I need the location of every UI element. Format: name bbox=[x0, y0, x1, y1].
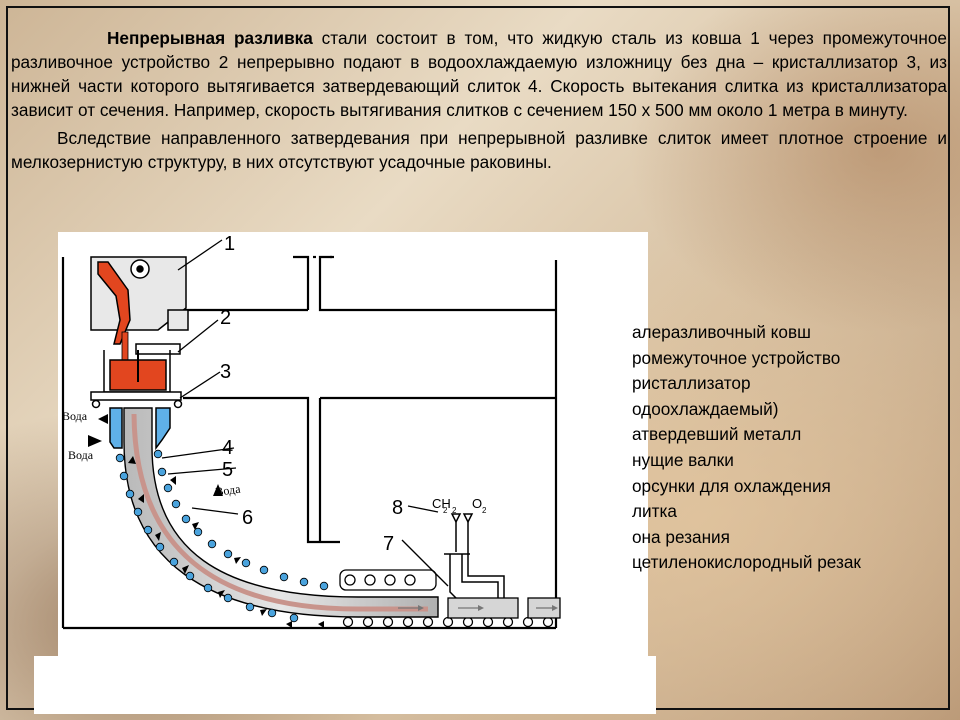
legend-list: алеразливочный ковш ромежуточное устройс… bbox=[632, 320, 861, 576]
legend-item: орсунки для охлаждения bbox=[632, 475, 831, 496]
building-frame bbox=[61, 255, 558, 630]
gas-cutter bbox=[444, 513, 505, 599]
water-label-2: Вода bbox=[68, 448, 94, 462]
gas-o: O bbox=[472, 496, 482, 511]
paragraph-1: Непрерывная разливка стали состоит в том… bbox=[11, 26, 947, 122]
legend-item: ромежуточное устройство bbox=[632, 347, 841, 368]
legend-item: нущие валки bbox=[632, 449, 734, 470]
leader-lines bbox=[161, 239, 449, 587]
legend-item: ристаллизатор bbox=[632, 373, 751, 394]
label-4: 4 bbox=[222, 437, 233, 459]
crystallizer bbox=[109, 407, 171, 451]
bold-lead: Непрерывная разливка bbox=[107, 28, 313, 48]
ladle bbox=[90, 256, 189, 345]
gas-sub-2b: 2 bbox=[452, 506, 457, 515]
legend-item: одоохлаждаемый) bbox=[632, 398, 779, 419]
label-8: 8 bbox=[392, 497, 403, 519]
ingot-core bbox=[131, 413, 428, 612]
pinch-rollers bbox=[339, 569, 554, 628]
gas-sub-2c: 2 bbox=[482, 506, 487, 515]
ingot-strand bbox=[123, 407, 439, 618]
label-6: 6 bbox=[242, 507, 253, 529]
label-3: 3 bbox=[220, 361, 231, 383]
white-strip bbox=[34, 656, 656, 714]
water-label-1: Вода bbox=[62, 409, 88, 423]
legend-item: атвердевший металл bbox=[632, 424, 802, 445]
gas-sub-2a: 2 bbox=[443, 506, 448, 515]
cut-zone bbox=[398, 597, 561, 619]
legend-item: алеразливочный ковш bbox=[632, 322, 811, 342]
casting-machine-svg: 1 2 3 4 5 6 7 8 Вода Вода Вода CH 2 2 O … bbox=[61, 233, 561, 630]
paragraph-1-text: стали состоит в том, что жидкую сталь из… bbox=[11, 28, 947, 120]
spray-nozzles bbox=[128, 456, 324, 628]
water-arrow-3 bbox=[213, 484, 223, 496]
legend-item: она резания bbox=[632, 526, 730, 547]
label-5: 5 bbox=[222, 459, 233, 481]
water-arrow-1 bbox=[98, 414, 108, 424]
legend-item: литка bbox=[632, 501, 677, 522]
gas-ch: CH bbox=[432, 496, 451, 511]
text-block: Непрерывная разливка стали состоит в том… bbox=[11, 26, 947, 174]
roller-chain bbox=[115, 449, 329, 623]
label-1: 1 bbox=[224, 233, 235, 255]
mold-plate bbox=[90, 391, 183, 409]
water-arrow-2 bbox=[88, 435, 102, 447]
label-7: 7 bbox=[383, 533, 394, 555]
water-label-3: Вода bbox=[214, 482, 241, 499]
paragraph-2: Вследствие направленного затвердевания п… bbox=[11, 128, 947, 172]
steel-stream bbox=[121, 331, 129, 365]
casting-diagram: 1 2 3 4 5 6 7 8 Вода Вода Вода CH 2 2 O … bbox=[58, 232, 648, 656]
tundish bbox=[103, 343, 181, 393]
legend-item: цетиленокислородный резак bbox=[632, 552, 861, 573]
label-2: 2 bbox=[220, 307, 231, 329]
